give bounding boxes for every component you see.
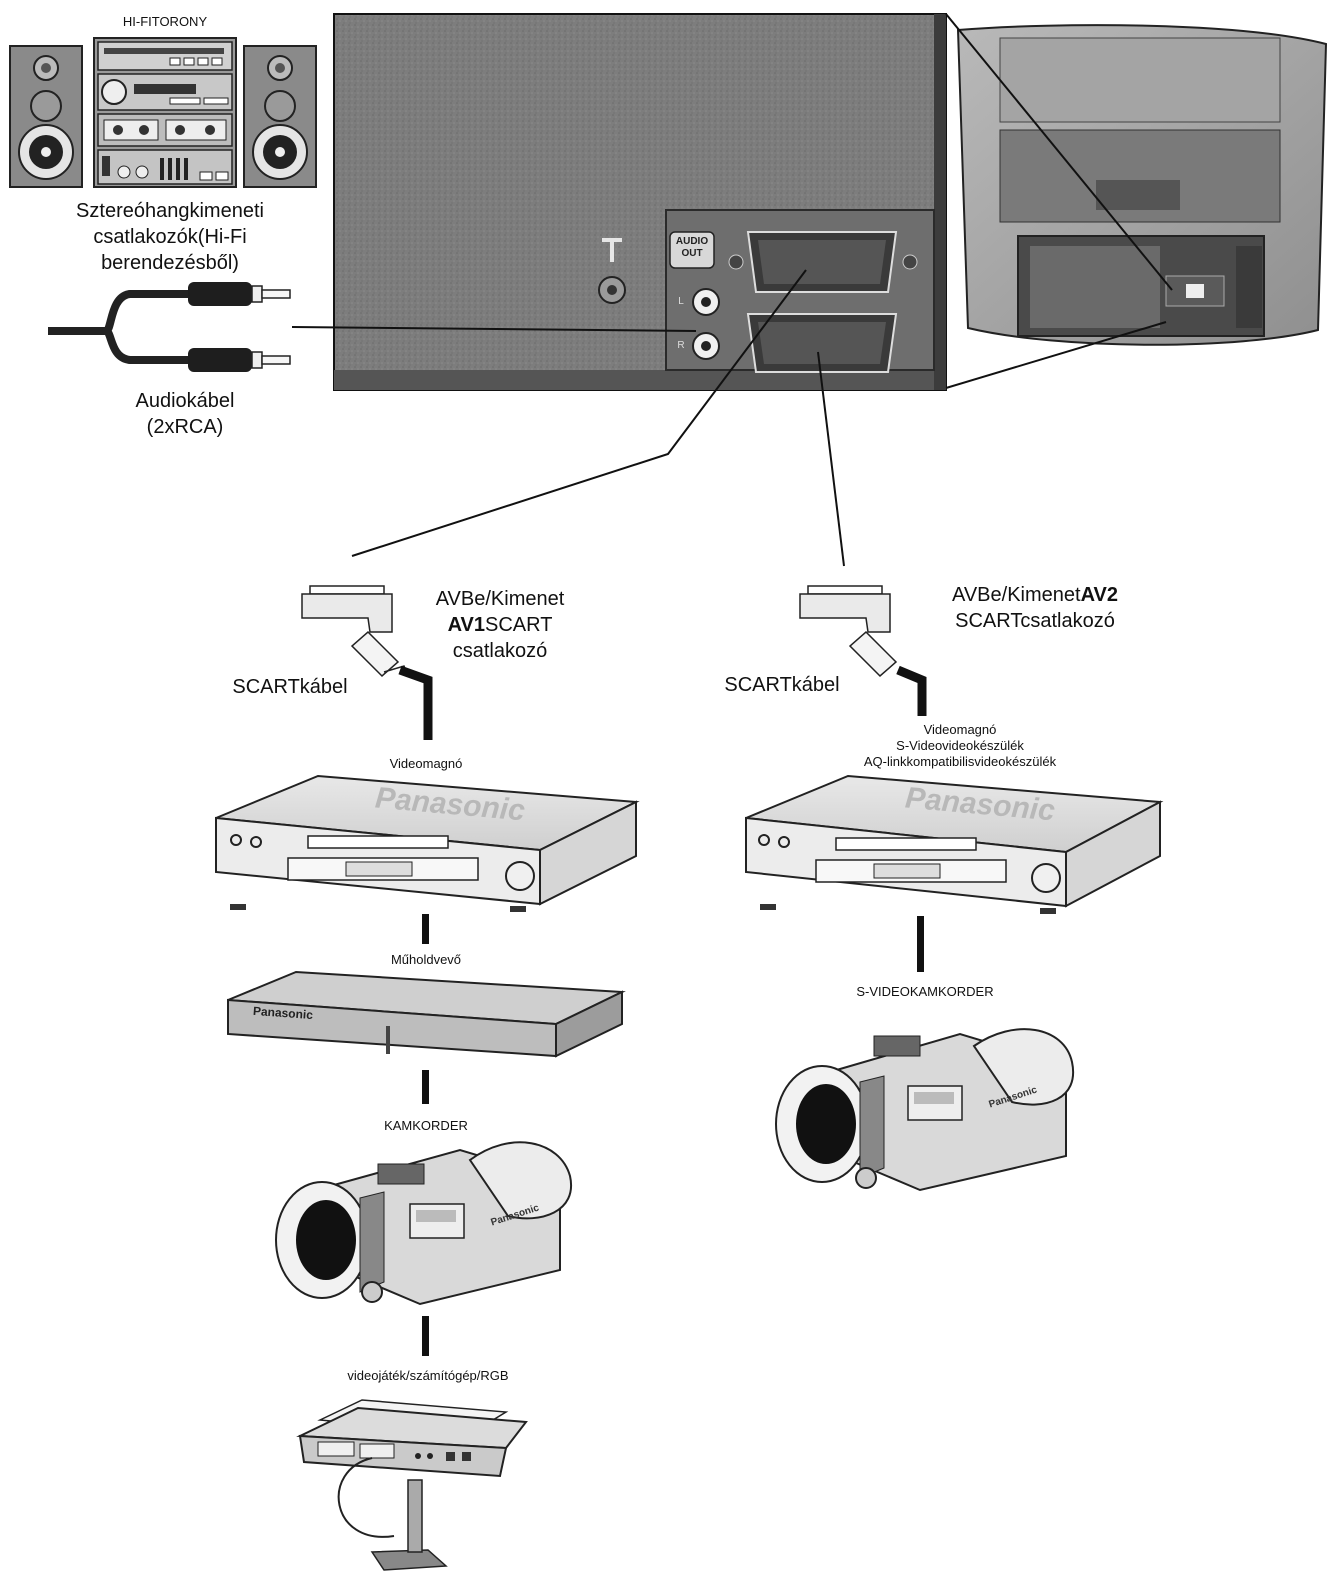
link-vcr-svideo-camcorder xyxy=(917,916,924,972)
right-speaker xyxy=(243,45,317,188)
av1-description: AVBe/Kimenet AV1SCART csatlakozó xyxy=(400,586,600,664)
av1-line1: AVBe/Kimenet xyxy=(435,588,565,610)
satellite-receiver xyxy=(227,970,626,1058)
tv-rear-view xyxy=(956,24,1328,346)
link-camcorder-game xyxy=(422,1316,429,1356)
av2-before-bold: AVBe/Kimenet xyxy=(951,584,1081,606)
hifi-stack xyxy=(93,37,237,188)
jack-letter-left: L xyxy=(678,296,684,307)
vcr-right xyxy=(745,774,1164,914)
audio-cable-label: Audiokábel (2xRCA) xyxy=(100,388,270,440)
camcorder-left xyxy=(275,1141,573,1306)
hifi-description-line: csatlakozók(Hi-Fi xyxy=(93,226,247,248)
vcr-left xyxy=(215,774,640,912)
av2-cable-label: SCARTkábel xyxy=(724,674,840,696)
left-vcr-label: Videomagnó xyxy=(389,756,463,771)
tv-rear-panel-closeup xyxy=(333,13,947,391)
audio-cable-label-line: Audiokábel xyxy=(135,390,235,412)
audio-out-label: AUDIO OUT xyxy=(670,236,714,260)
camcorder-label: KAMKORDER xyxy=(384,1118,468,1133)
satellite-label: Műholdvevő xyxy=(390,952,462,967)
audio-cable xyxy=(48,282,291,372)
av1-cable-label: SCARTkábel xyxy=(232,676,348,698)
hifi-tower-title: HI-FITORONY xyxy=(122,14,208,29)
jack-letter-right: R xyxy=(677,340,685,351)
av1-after-bold: SCART xyxy=(485,614,553,636)
audio-out-label-line: OUT xyxy=(681,248,703,259)
hifi-description-line: berendezésből) xyxy=(101,252,239,274)
link-satellite-camcorder xyxy=(422,1070,429,1104)
scart-plug-av1 xyxy=(301,585,433,740)
hifi-description-line: Sztereóhangkimeneti xyxy=(76,200,264,222)
right-device-label-line: AQ-linkkompatibilisvideokészülék xyxy=(863,754,1057,769)
av1-bold: AV1 xyxy=(447,614,485,636)
left-speaker xyxy=(9,45,83,188)
av1-line2: AV1SCART xyxy=(400,612,600,638)
right-device-label-line: Videomagnó xyxy=(923,722,997,737)
av2-line2: SCARTcsatlakozó xyxy=(955,610,1115,632)
link-vcr-satellite xyxy=(422,914,429,944)
av2-line1: AVBe/KimenetAV2 xyxy=(920,582,1150,608)
scart-plug-av2 xyxy=(799,585,927,716)
hifi-description: Sztereóhangkimeneti csatlakozók(Hi-Fi be… xyxy=(30,198,310,276)
game-label: videojáték/számítógép/RGB xyxy=(347,1368,509,1383)
game-console xyxy=(296,1399,528,1571)
svideo-camcorder-label: S-VIDEOKAMKORDER xyxy=(856,984,994,999)
camcorder-right xyxy=(775,1028,1075,1192)
av1-line3: csatlakozó xyxy=(452,640,548,662)
hifi-tower xyxy=(9,37,317,188)
right-device-label-line: S-Videovideokészülék xyxy=(896,738,1024,753)
av2-description: AVBe/KimenetAV2 SCARTcsatlakozó xyxy=(920,582,1150,634)
connection-lines xyxy=(291,13,1173,567)
audio-out-label-line: AUDIO xyxy=(675,236,709,247)
right-device-label: Videomagnó S-Videovideokészülék AQ-linkk… xyxy=(800,722,1120,770)
av2-bold: AV2 xyxy=(1080,584,1118,606)
audio-cable-label-line: (2xRCA) xyxy=(146,416,224,438)
